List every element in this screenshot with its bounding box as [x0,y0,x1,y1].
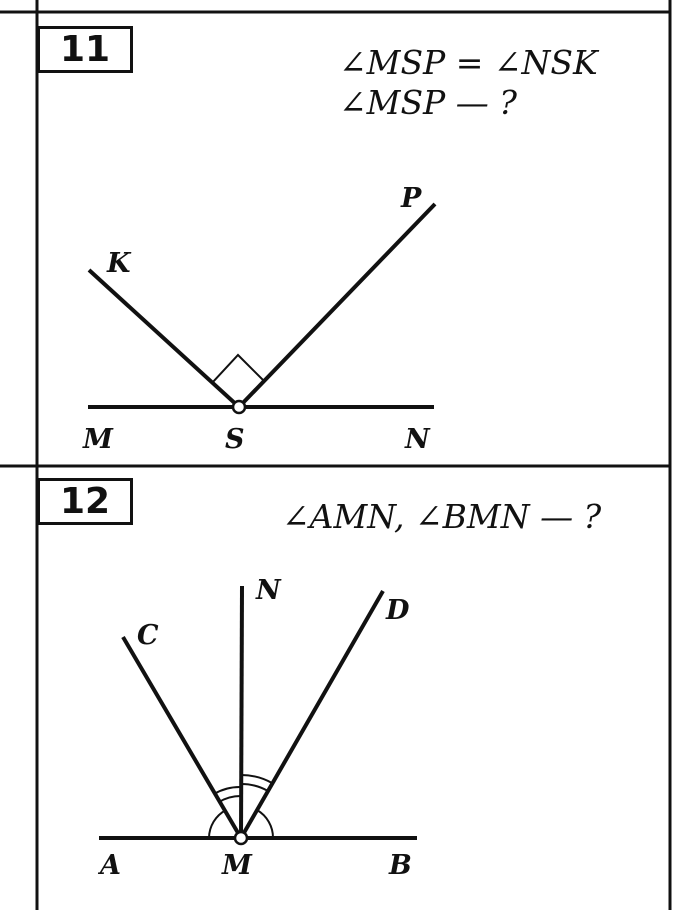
diagram-12 [99,585,417,846]
label-a: A [100,850,121,881]
condition-12-line1: ∠AMN, ∠BMN — ? [282,497,602,536]
label-c: C [137,620,159,651]
label-k: K [107,248,131,279]
condition-11-line1: ∠MSP = ∠NSK [339,43,598,82]
label-p: P [401,183,422,214]
vertex-m [233,830,249,846]
label-s: S [225,424,245,455]
label-n: N [405,424,430,455]
vertex-s [231,399,247,415]
label-m2: M [222,850,252,881]
right-angle-mark [211,353,266,384]
label-m: M [83,424,113,455]
problem-number-12: 12 [37,478,133,525]
ray-mc [121,635,243,840]
angle-arc-cmn-2 [213,785,242,795]
label-b: B [389,850,412,881]
angle-arc-nmd-1 [240,782,269,792]
angle-arc-amc [208,809,227,839]
condition-11-line2: ∠MSP — ? [339,83,517,122]
angle-arc-cmn-1 [218,794,242,803]
angle-arc-nmd-2 [240,773,273,784]
ray-mn [239,585,244,839]
diagram-11 [87,202,437,415]
label-d: D [386,595,410,626]
problem-number-11: 11 [37,26,133,73]
label-n2: N [256,575,281,606]
ray-sk [87,268,241,409]
ray-md [239,590,385,839]
angle-arc-dmb [256,809,275,839]
ray-sp [237,202,437,409]
